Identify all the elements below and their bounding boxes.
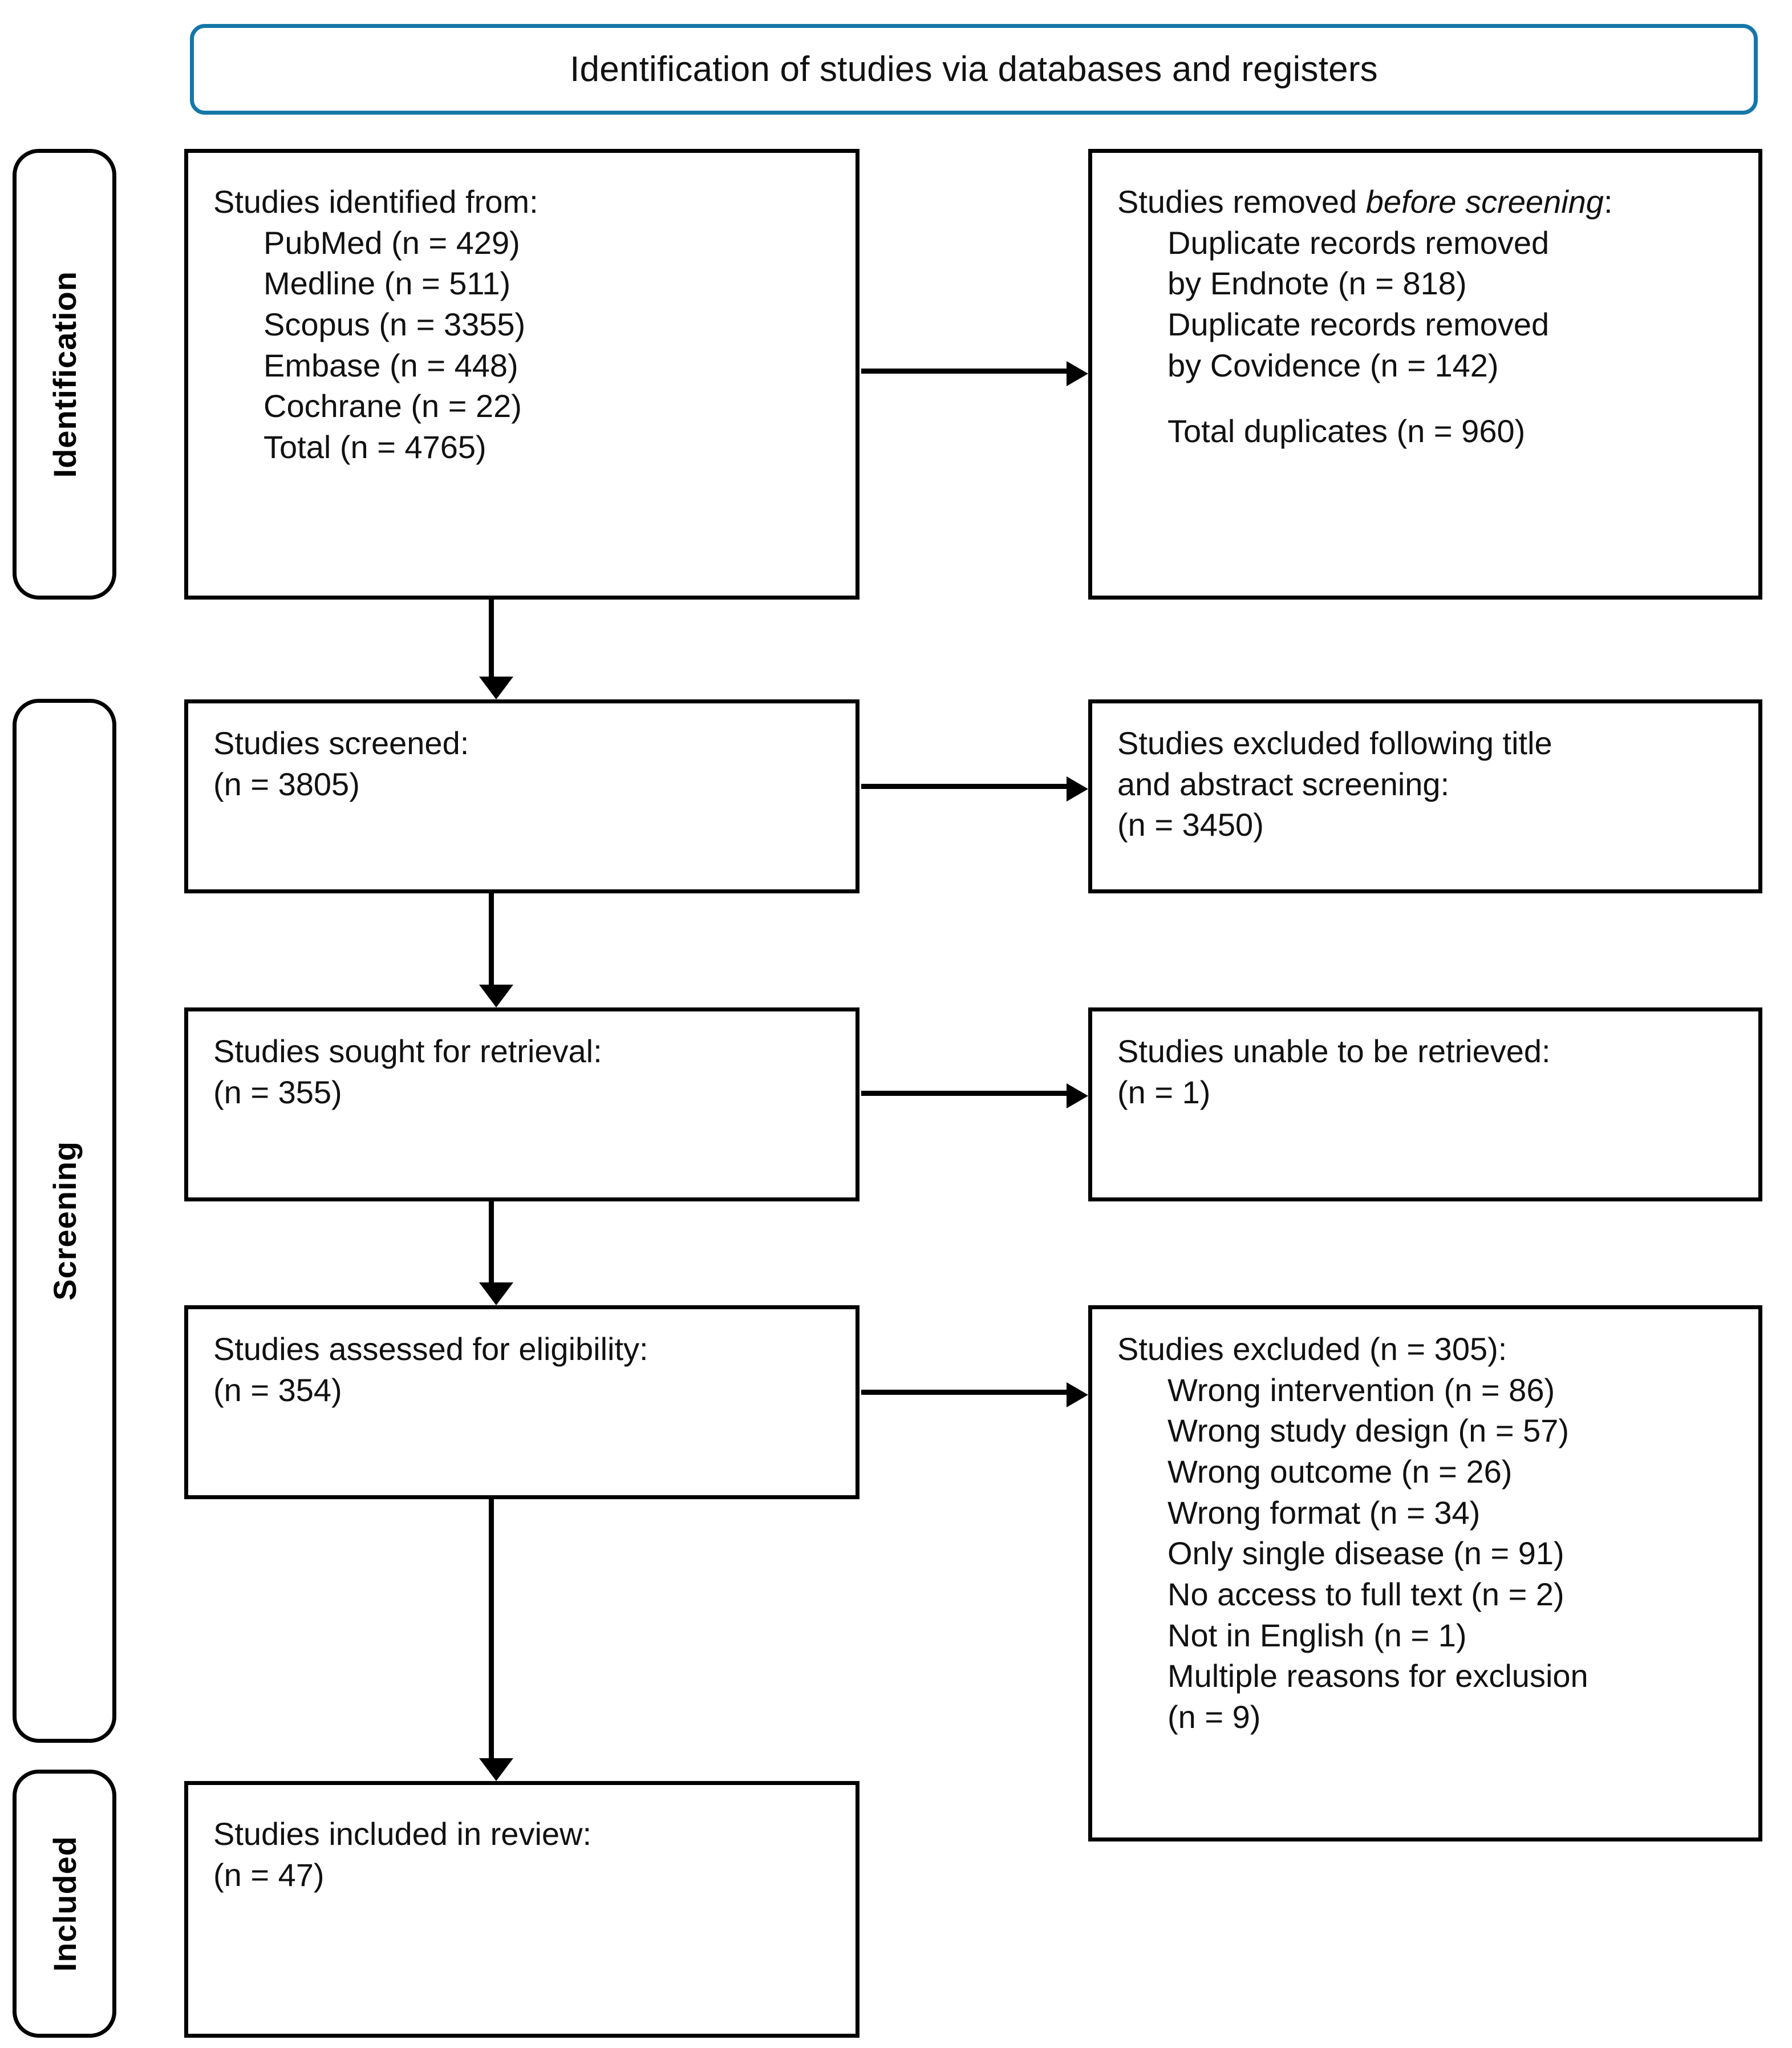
box-studies-excluded-with-reasons: Studies excluded (n = 305): Wrong interv… xyxy=(1088,1305,1762,1841)
included-label: Studies included in review: xyxy=(213,1816,592,1852)
identified-source-medline: Medline (n = 511) xyxy=(263,265,511,302)
sought-label: Studies sought for retrieval: xyxy=(213,1033,602,1069)
box-studies-screened: Studies screened: (n = 3805) xyxy=(184,699,859,893)
identified-source-scopus: Scopus (n = 3355) xyxy=(263,306,526,343)
arrow-identified-to-screened-icon xyxy=(479,600,513,699)
removed-heading-emphasis: before screening xyxy=(1365,184,1604,220)
arrow-identified-to-removed-icon xyxy=(861,361,1088,386)
included-count: (n = 47) xyxy=(213,1856,325,1893)
excluded-reason-multiple-reasons: Multiple reasons for exclusion xyxy=(1167,1658,1588,1694)
identified-source-total: Total (n = 4765) xyxy=(263,429,486,466)
removed-spacer xyxy=(1117,386,1739,411)
arrow-screened-to-sought-icon xyxy=(479,893,513,1007)
excluded-reason-not-in-english: Not in English (n = 1) xyxy=(1167,1617,1467,1653)
screened-label: Studies screened: xyxy=(213,725,469,761)
excluded-reason-wrong-format: Wrong format (n = 34) xyxy=(1167,1494,1481,1531)
stage-rail-label-identification: Identification xyxy=(46,270,83,478)
identified-source-embase: Embase (n = 448) xyxy=(263,347,518,383)
excluded-reason-wrong-intervention: Wrong intervention (n = 86) xyxy=(1167,1371,1555,1408)
removed-total-duplicates: Total duplicates (n = 960) xyxy=(1167,413,1526,450)
removed-heading-colon: : xyxy=(1603,184,1613,220)
arrow-sought-to-unretrieved-icon xyxy=(861,1083,1088,1108)
stage-rail-included: Included xyxy=(13,1770,116,2038)
excluded-reason-no-access-full-text: No access to full text (n = 2) xyxy=(1167,1576,1564,1613)
assessed-count: (n = 354) xyxy=(213,1371,342,1408)
screened-count: (n = 3805) xyxy=(213,766,360,802)
assessed-label: Studies assessed for eligibility: xyxy=(213,1331,648,1367)
box-studies-sought-for-retrieval: Studies sought for retrieval: (n = 355) xyxy=(184,1007,859,1201)
excluded-reason-only-single-disease: Only single disease (n = 91) xyxy=(1167,1535,1564,1572)
excluded-ta-count: (n = 3450) xyxy=(1117,807,1264,843)
diagram-header-banner: Identification of studies via databases … xyxy=(190,24,1758,115)
arrow-sought-to-assessed-icon xyxy=(479,1201,513,1305)
excluded-reason-wrong-study-design: Wrong study design (n = 57) xyxy=(1167,1412,1570,1449)
removed-covidence-line2: by Covidence (n = 142) xyxy=(1167,347,1499,383)
arrow-assessed-to-included-icon xyxy=(479,1499,513,1781)
stage-rail-identification: Identification xyxy=(13,149,116,600)
box-studies-identified: Studies identified from: PubMed (n = 429… xyxy=(184,149,859,600)
arrow-screened-to-excluded-ta-icon xyxy=(861,776,1088,802)
unretrieved-label: Studies unable to be retrieved: xyxy=(1117,1033,1551,1069)
removed-heading-plain: Studies removed xyxy=(1117,184,1366,220)
box-studies-assessed-for-eligibility: Studies assessed for eligibility: (n = 3… xyxy=(184,1305,859,1499)
sought-count: (n = 355) xyxy=(213,1074,342,1110)
stage-rail-label-included: Included xyxy=(46,1835,83,1972)
identified-heading: Studies identified from: xyxy=(213,184,538,220)
excluded-ta-line2: and abstract screening: xyxy=(1117,766,1450,802)
box-studies-excluded-title-abstract: Studies excluded following title and abs… xyxy=(1088,699,1762,893)
page-title: Identification of studies via databases … xyxy=(570,50,1378,89)
stage-rail-screening: Screening xyxy=(13,699,116,1743)
excluded-reason-multiple-reasons-count: (n = 9) xyxy=(1167,1699,1261,1735)
removed-endnote-line1: Duplicate records removed xyxy=(1167,224,1550,261)
box-studies-removed-before-screening: Studies removed before screening: Duplic… xyxy=(1088,149,1762,600)
stage-rail-label-screening: Screening xyxy=(46,1141,83,1301)
removed-covidence-line1: Duplicate records removed xyxy=(1167,306,1550,343)
box-studies-unable-to-be-retrieved: Studies unable to be retrieved: (n = 1) xyxy=(1088,1007,1762,1201)
excluded-ta-line1: Studies excluded following title xyxy=(1117,725,1552,761)
box-studies-included-in-review: Studies included in review: (n = 47) xyxy=(184,1781,859,2038)
excluded-reason-wrong-outcome: Wrong outcome (n = 26) xyxy=(1167,1454,1513,1490)
arrow-assessed-to-excluded-full-icon xyxy=(861,1382,1088,1407)
identified-source-cochrane: Cochrane (n = 22) xyxy=(263,388,522,424)
excluded-full-heading: Studies excluded (n = 305): xyxy=(1117,1331,1507,1367)
identified-source-pubmed: PubMed (n = 429) xyxy=(263,224,520,261)
unretrieved-count: (n = 1) xyxy=(1117,1074,1211,1110)
removed-heading: Studies removed before screening: xyxy=(1117,181,1739,222)
removed-endnote-line2: by Endnote (n = 818) xyxy=(1167,265,1467,302)
